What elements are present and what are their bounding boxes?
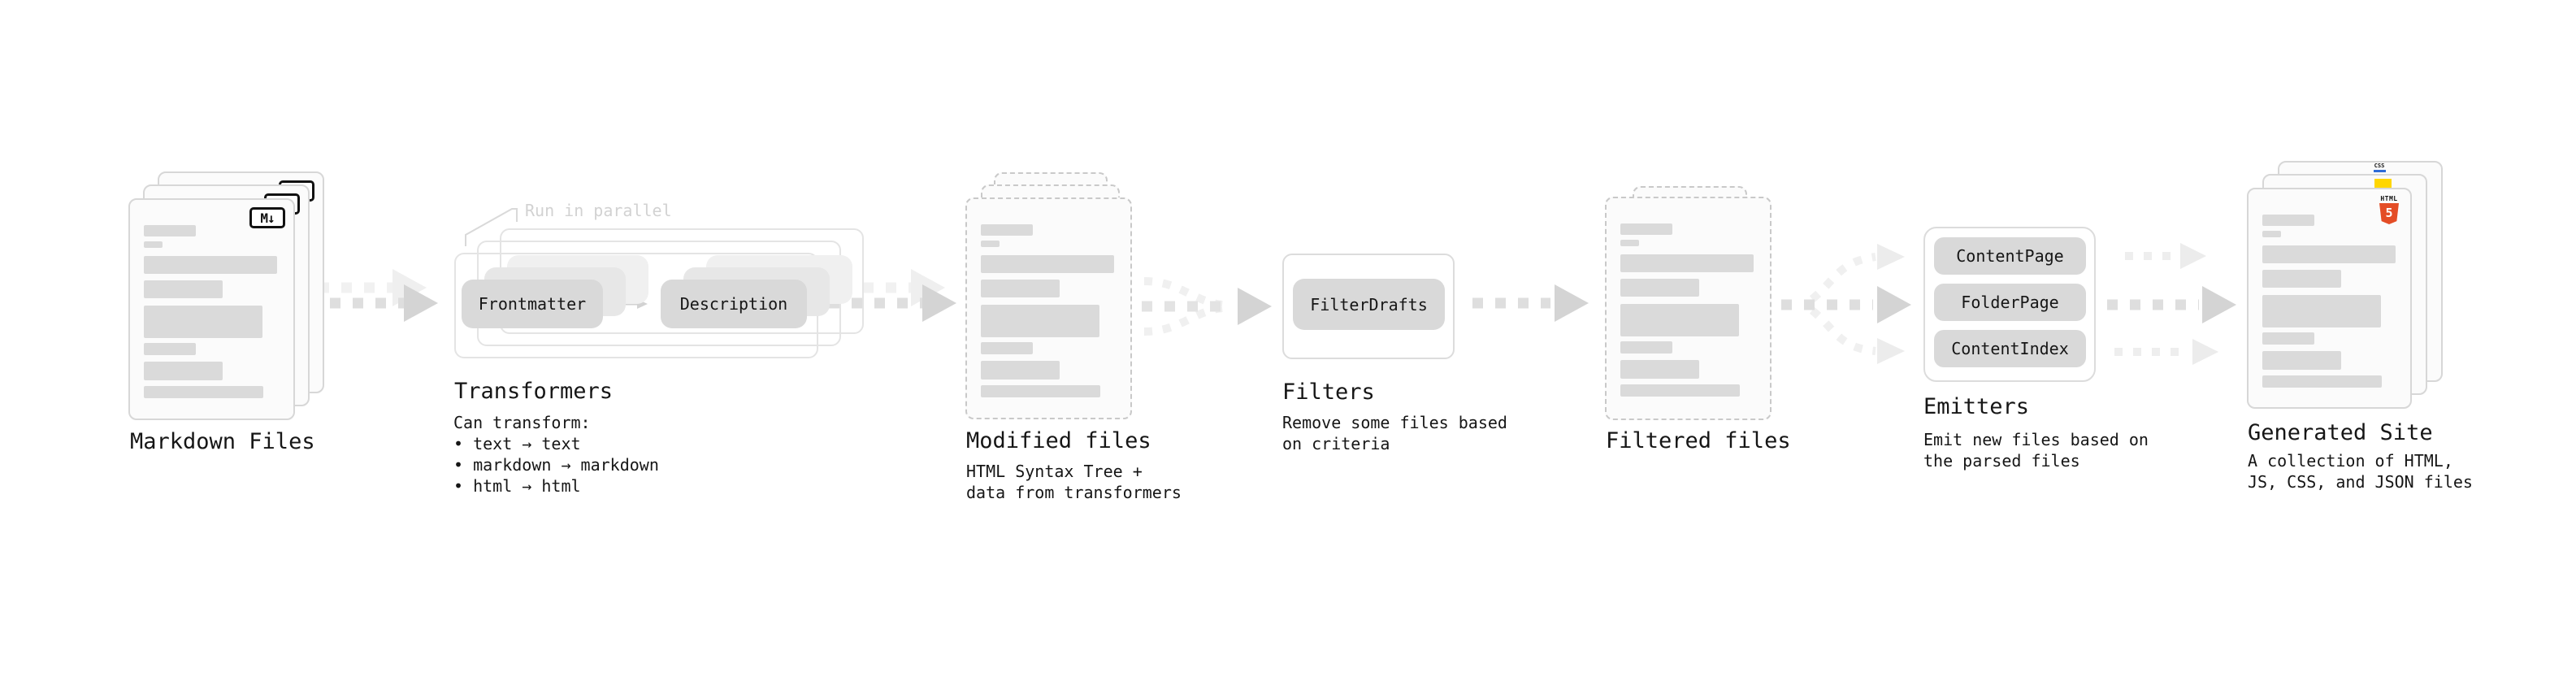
doc-line	[144, 386, 263, 398]
html5-icon-label: HTML	[2380, 195, 2398, 202]
content-index-chip: ContentIndex	[1934, 330, 2086, 367]
modified-files-description: HTML Syntax Tree + data from transformer…	[966, 462, 1182, 502]
doc-line	[2262, 351, 2341, 370]
arrows-emitters-to-generated	[2107, 243, 2236, 365]
folder-page-chip: FolderPage	[1934, 284, 2086, 321]
doc-line	[144, 362, 223, 380]
generated-html-file-card: HTML 5	[2247, 188, 2412, 409]
transformers-description: Can transform: • text → text • markdown …	[453, 413, 659, 496]
doc-line	[2262, 270, 2341, 288]
modified-file-card	[965, 197, 1132, 419]
arrow-markdown-to-transformers	[307, 269, 438, 322]
doc-line	[981, 224, 1033, 236]
doc-line	[981, 342, 1033, 354]
emitters-description: Emit new files based on the parsed files	[1923, 430, 2149, 471]
doc-line	[144, 306, 262, 338]
doc-line	[981, 241, 1000, 247]
doc-line	[981, 361, 1060, 380]
doc-line	[144, 343, 196, 355]
doc-line	[2262, 332, 2314, 345]
generated-site-description: A collection of HTML, JS, CSS, and JSON …	[2248, 451, 2473, 492]
transformers-label: Transformers	[454, 379, 614, 404]
doc-line	[1620, 341, 1672, 354]
doc-line	[1620, 240, 1639, 246]
filters-frame	[1282, 254, 1455, 359]
emitters-frame	[1923, 227, 2096, 382]
run-in-parallel-annotation: Run in parallel	[525, 201, 672, 220]
js-icon	[2374, 179, 2392, 189]
filters-label: Filters	[1282, 380, 1375, 405]
frontmatter-chip: Frontmatter	[462, 280, 603, 328]
doc-line	[2262, 245, 2396, 263]
modified-files-label: Modified files	[966, 428, 1151, 453]
html5-icon-shield: 5	[2379, 203, 2399, 224]
doc-line	[1620, 360, 1699, 379]
css-icon: CSS	[2370, 163, 2388, 172]
doc-line	[1620, 279, 1699, 297]
doc-line	[2262, 375, 2382, 388]
arrow-filters-to-filtered	[1472, 284, 1589, 322]
filter-drafts-chip: FilterDrafts	[1293, 279, 1445, 330]
annotation-callout-line	[465, 208, 518, 246]
doc-line	[1620, 223, 1672, 235]
content-page-chip: ContentPage	[1934, 237, 2086, 275]
doc-line	[981, 385, 1100, 397]
arrow-filtered-to-emitters	[1781, 244, 1911, 364]
doc-line	[2262, 231, 2281, 237]
generated-site-label: Generated Site	[2248, 420, 2433, 445]
doc-line	[144, 225, 196, 236]
doc-line	[144, 280, 223, 298]
doc-line	[2262, 295, 2381, 327]
doc-line	[144, 256, 277, 274]
filtered-files-label: Filtered files	[1606, 428, 1791, 453]
markdown-file-card: M↓	[128, 198, 295, 420]
doc-line	[2262, 215, 2314, 226]
filters-description: Remove some files based on criteria	[1282, 413, 1507, 453]
arrow-modified-to-filters	[1142, 277, 1272, 336]
css-icon-underline	[2373, 170, 2386, 172]
description-chip: Description	[661, 280, 807, 328]
filtered-file-card	[1605, 197, 1772, 420]
markdown-files-label: Markdown Files	[130, 429, 315, 454]
markdown-icon: M↓	[249, 207, 285, 228]
doc-line	[144, 241, 163, 248]
doc-line	[981, 305, 1099, 337]
doc-line	[1620, 304, 1739, 336]
emitters-label: Emitters	[1923, 394, 2030, 419]
doc-line	[1620, 254, 1754, 272]
doc-line	[981, 280, 1060, 297]
doc-line	[1620, 384, 1740, 397]
arrow-transformers-to-modified	[829, 269, 956, 322]
css-icon-label: CSS	[2374, 163, 2385, 169]
doc-line	[981, 255, 1114, 273]
html5-icon: HTML 5	[2378, 195, 2400, 224]
